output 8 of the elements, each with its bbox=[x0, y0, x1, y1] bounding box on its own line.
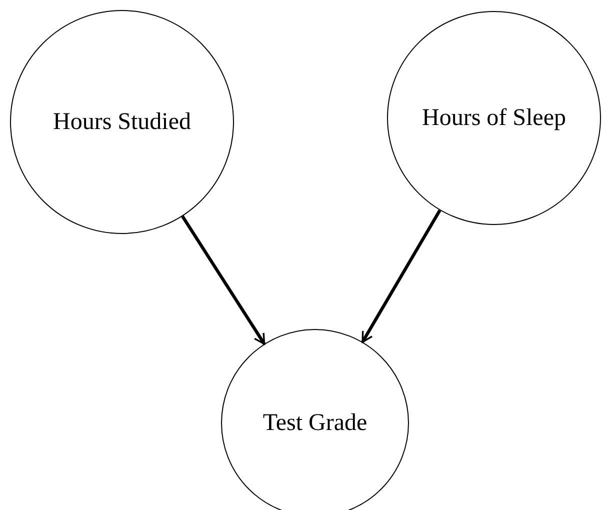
arrow bbox=[181, 215, 266, 345]
circle-node bbox=[221, 329, 409, 510]
arrow bbox=[361, 209, 442, 343]
circle-node bbox=[10, 10, 234, 234]
node-label: Hours of Sleep bbox=[422, 104, 566, 132]
node-label: Test Grade bbox=[262, 410, 368, 436]
node-label: Hours Studied bbox=[53, 108, 191, 136]
circle-node bbox=[387, 11, 601, 225]
